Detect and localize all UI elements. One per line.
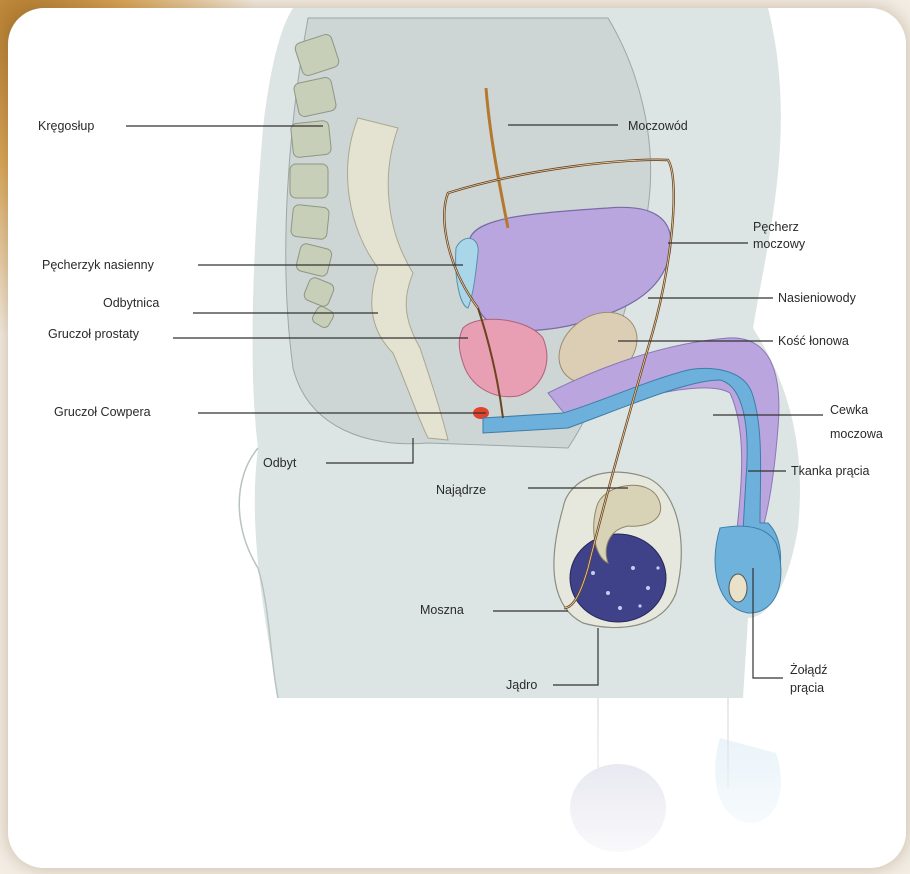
label-epididymis: Najądrze (436, 483, 486, 497)
label-glans-line2: prącia (790, 681, 824, 695)
label-testis: Jądro (506, 678, 537, 692)
diagram-card: Kręgosłup Moczowód Pęcherz moczowy Pęche… (8, 8, 906, 868)
label-prostate: Gruczoł prostaty (48, 327, 140, 341)
label-vas-deferens: Nasieniowody (778, 291, 857, 305)
label-urethra-line1: Cewka (830, 403, 868, 417)
label-pubic-bone: Kość łonowa (778, 334, 849, 348)
label-anus: Odbyt (263, 456, 297, 470)
label-ureter: Moczowód (628, 119, 688, 133)
reflection-fade (8, 698, 906, 868)
label-urethra-line2: moczowa (830, 427, 883, 441)
label-glans-line1: Żołądź (790, 663, 828, 677)
label-spine: Kręgosłup (38, 119, 94, 133)
label-scrotum: Moszna (420, 603, 464, 617)
label-bladder-line1: Pęcherz (753, 220, 799, 234)
label-rectum: Odbytnica (103, 296, 159, 310)
label-seminal-vesicle: Pęcherzyk nasienny (42, 258, 155, 272)
label-cowper: Gruczoł Cowpera (54, 405, 151, 419)
label-penile-tissue: Tkanka prącia (791, 464, 870, 478)
glans-tip (729, 574, 747, 602)
label-bladder-line2: moczowy (753, 237, 806, 251)
